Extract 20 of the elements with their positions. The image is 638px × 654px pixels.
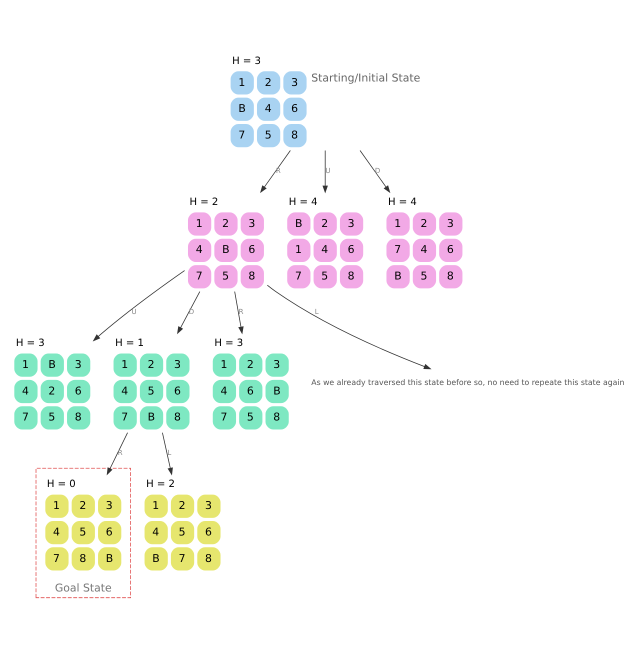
node-label: H = 3 [232, 55, 261, 66]
arrow [92, 270, 185, 341]
node-label: H = 2 [190, 196, 218, 208]
arrow [322, 150, 328, 193]
node-label: H = 3 [16, 338, 45, 349]
node-label: H = 1 [115, 338, 144, 349]
arrow [177, 290, 200, 334]
arrow [234, 290, 244, 334]
arrow [360, 150, 390, 193]
arrow [106, 432, 128, 475]
node-label: H = 4 [288, 196, 318, 208]
node-label: Starting/Initial State [311, 70, 420, 84]
arrow [266, 284, 432, 369]
node-label: H = 0 [46, 478, 76, 490]
node-text: As we already traversed this state before so, no need to repeate this state again [311, 377, 624, 386]
arrow [162, 432, 173, 476]
node-label: H = 2 [146, 478, 175, 490]
arrow [260, 150, 291, 193]
node-label: H = 3 [214, 338, 244, 349]
node-label: H = 4 [388, 196, 417, 208]
